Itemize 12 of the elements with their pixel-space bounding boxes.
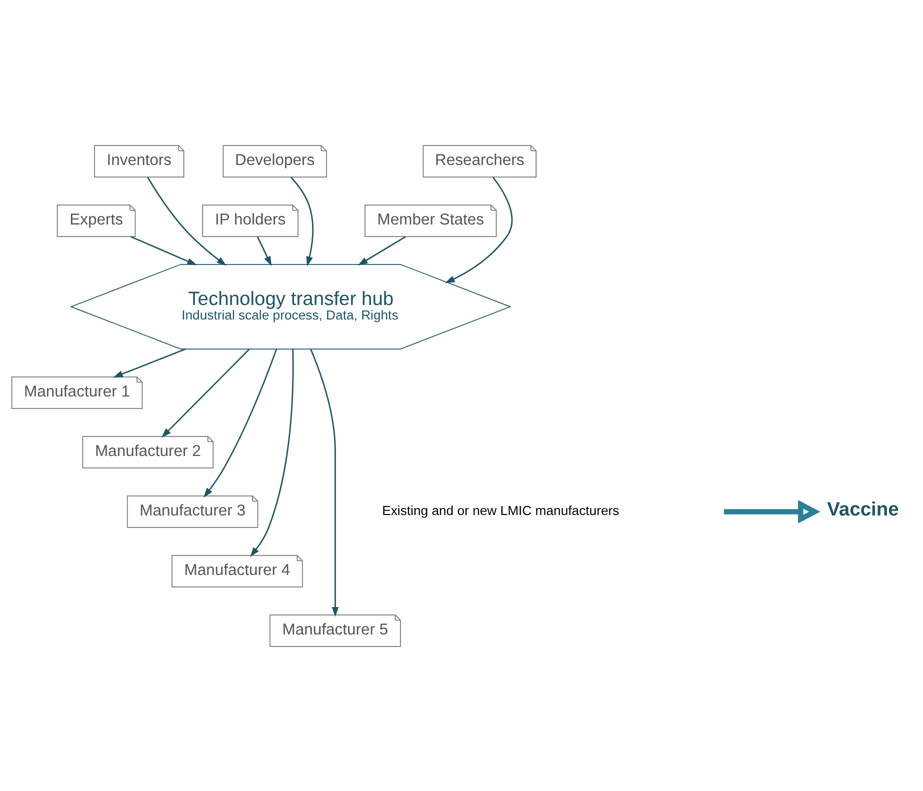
arrow: [113, 348, 186, 378]
arrow: [130, 235, 198, 265]
arrow: [147, 176, 226, 266]
arrow: [204, 348, 278, 498]
label: Existing and or new LMIC manufacturers: [382, 502, 620, 518]
arrow: [724, 500, 820, 523]
arrow: [358, 236, 406, 265]
node-text: Vaccine: [827, 499, 899, 520]
arrow: [310, 348, 339, 616]
arrow: [256, 236, 272, 266]
arrow: [444, 176, 513, 283]
arrow: [161, 348, 250, 438]
